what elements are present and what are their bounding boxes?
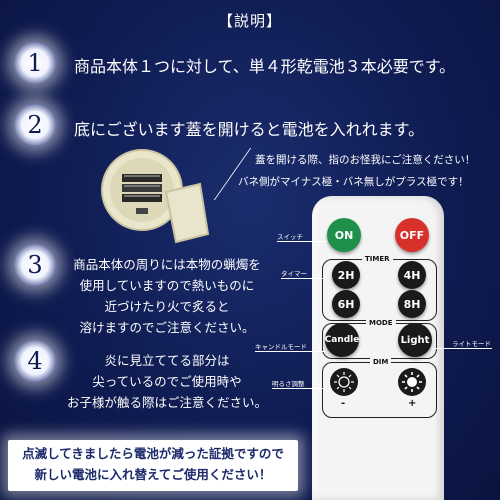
light-mode-callout: ライトモード	[452, 340, 491, 348]
timer-group-title: TIMER	[362, 255, 393, 263]
light-mode-callout-line	[432, 348, 492, 349]
timer-8h-button[interactable]: 8H	[398, 290, 426, 318]
mode-group-title: MODE	[366, 319, 396, 327]
sun-dim-icon	[334, 372, 354, 392]
timer-6h-button[interactable]: 6H	[332, 290, 360, 318]
switch-callout: スイッチ	[277, 233, 303, 241]
step-1-number: 1	[14, 42, 56, 84]
timer-2h-button[interactable]: 2H	[332, 261, 360, 289]
step-3-text: 商品本体の周りには本物の蝋燭を 使用していますので熱いものに 近づけたり火で炙る…	[73, 257, 261, 335]
step-3-number: 3	[14, 244, 56, 286]
timer-callout-line	[281, 278, 323, 279]
on-button[interactable]: ON	[327, 218, 361, 252]
step-2-text: 底にございます蓋を開けると電池を入れれます。	[74, 120, 425, 139]
battery-low-notice: 点滅してきましたら電池が減った証拠ですので 新しい電池に入れ替えてご使用ください…	[8, 440, 298, 491]
battery-compartment-illustration	[101, 149, 210, 244]
page-title: 【説明】	[217, 12, 282, 30]
off-button[interactable]: OFF	[395, 218, 429, 252]
light-mode-button[interactable]: Light	[398, 323, 432, 357]
switch-callout-line	[277, 241, 327, 242]
brightness-callout: 明るさ調整	[272, 380, 305, 388]
step-1-text: 商品本体１つに対して、単４形乾電池３本必要です。	[74, 57, 456, 76]
brightness-callout-line	[272, 388, 328, 389]
candle-mode-callout-line	[255, 351, 325, 352]
candle-mode-button[interactable]: Candle	[325, 323, 359, 357]
dim-up-button[interactable]	[398, 368, 426, 396]
dim-minus-label: -	[341, 398, 346, 409]
timer-4h-button[interactable]: 4H	[398, 261, 426, 289]
dim-down-button[interactable]	[330, 368, 358, 396]
step-4-number: 4	[14, 340, 56, 382]
step-4-text: 炎に見立ててる部分は 尖っているのでご使用時や お子様が触る際はご注意ください。	[66, 353, 267, 410]
candle-mode-callout: キャンドルモード	[255, 343, 307, 351]
dim-plus-label: +	[408, 398, 417, 409]
battery-note-1: 蓋を開ける際、指のお怪我にご注意ください！	[255, 154, 476, 166]
battery-note-2: バネ側がマイナス極・バネ無しがプラス極です！	[238, 176, 469, 188]
step-2-number: 2	[14, 104, 56, 146]
dim-group-title: DIM	[370, 358, 392, 366]
sun-bright-icon	[402, 372, 422, 392]
timer-callout: タイマー	[281, 270, 307, 278]
